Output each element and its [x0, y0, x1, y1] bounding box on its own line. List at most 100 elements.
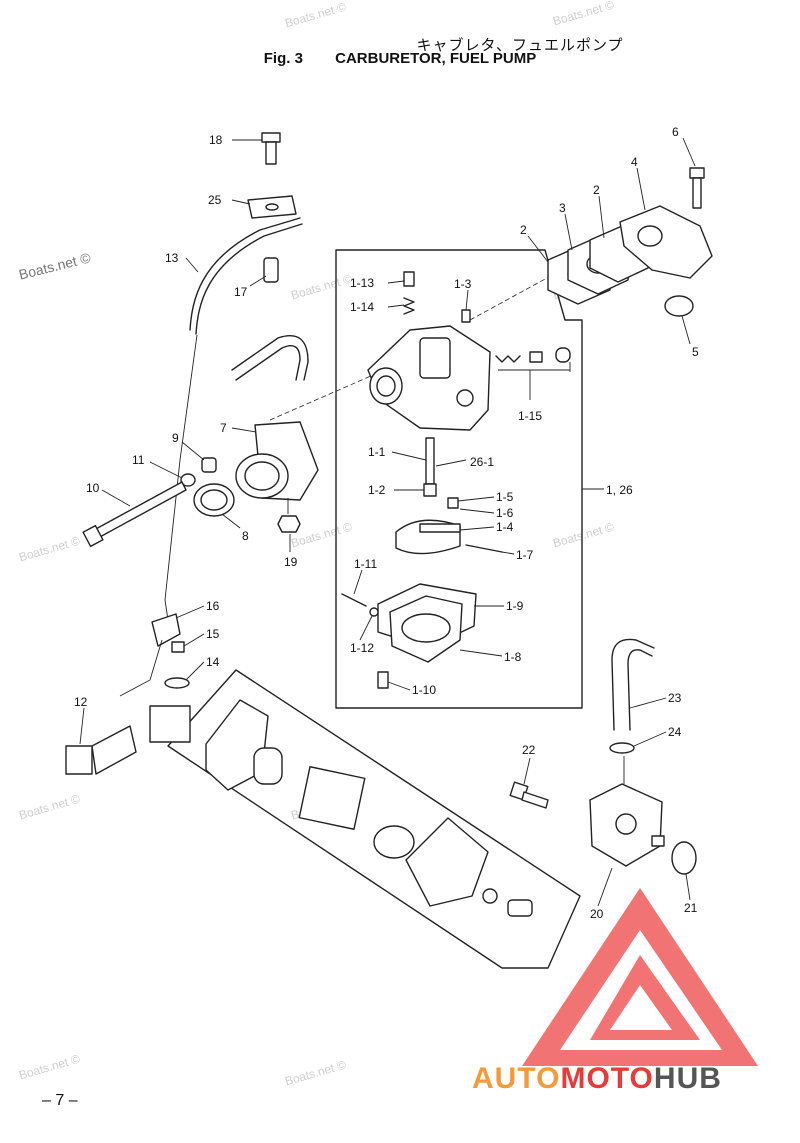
main-nozzle-1-1-icon [425, 437, 435, 485]
callout: 1-15 [518, 409, 542, 423]
ring-1-12-icon [369, 607, 379, 617]
collar-9-icon [201, 457, 217, 473]
brand-part: HUB [653, 1062, 722, 1095]
figure-number: Fig. 3 [263, 50, 303, 67]
callout: 14 [206, 655, 220, 669]
fuel-hose [189, 217, 301, 331]
vent-hose-icon [231, 335, 309, 381]
fuel-hose [195, 223, 303, 335]
float-1-4-icon [395, 519, 461, 555]
float-bowl-1-8-icon [389, 595, 463, 663]
callout: 24 [668, 725, 682, 739]
spring-1-15-icon [495, 355, 521, 363]
washer-14-icon [164, 677, 190, 689]
callout: 6 [672, 125, 679, 139]
brand-part: MOTO [560, 1062, 654, 1095]
callout-labels: 18 25 13 17 6 4 2 3 2 5 1-13 1-14 1-3 1-… [74, 125, 699, 921]
fuel-hose-23-icon [611, 638, 655, 731]
throttle-cable [164, 334, 198, 621]
fuel-pump-assembly-icon [589, 783, 665, 867]
callout: 15 [206, 627, 220, 641]
callout: 1-6 [496, 506, 514, 520]
assembly-axis [269, 371, 381, 421]
callout: 9 [172, 431, 179, 445]
figure-title: CARBURETOR, FUEL PUMP [335, 50, 537, 67]
carburetor-body-icon [367, 325, 491, 431]
callout: 1-4 [496, 520, 514, 534]
callout: 10 [86, 481, 100, 495]
bracket-icon [149, 705, 191, 743]
callout: 4 [631, 155, 638, 169]
callout: 19 [284, 555, 298, 569]
callout: 1-5 [496, 490, 514, 504]
callout: 18 [209, 133, 223, 147]
carburetor-assembly-bracket [335, 249, 583, 709]
screw-1-3-icon [461, 309, 471, 323]
gasket-8-icon [193, 483, 235, 517]
callout: 1-9 [506, 599, 524, 613]
callout: 8 [242, 529, 249, 543]
gasket-hole-icon [200, 489, 228, 511]
throttle-lever-12-icon [65, 725, 137, 775]
leader-lines [79, 137, 696, 907]
callout: 1-14 [350, 300, 374, 314]
callout: 26-1 [470, 455, 494, 469]
callout: 2 [593, 183, 600, 197]
screw-15-icon [171, 641, 185, 653]
brand-logo-triangle [522, 888, 758, 1066]
collar-17-icon [263, 257, 279, 283]
hose-clip-24-icon [609, 742, 635, 754]
main-jet-1-2-icon [423, 483, 437, 497]
callout: 1-8 [504, 650, 522, 664]
screw-1-15-icon [529, 351, 543, 363]
callout: 1-3 [454, 277, 472, 291]
callout: 20 [590, 907, 604, 921]
bolt-18-icon [261, 132, 281, 165]
screw-1-11-icon [341, 593, 367, 607]
title-english: Fig. 3 CARBURETOR, FUEL PUMP [0, 50, 800, 67]
page-number: – 7 – [42, 1092, 78, 1109]
fuel-pump-body-exploded-icon [205, 699, 533, 917]
callout: 3 [559, 201, 566, 215]
callout: 17 [234, 285, 248, 299]
vent-hose-icon [235, 345, 301, 381]
screw-1-10-icon [377, 671, 389, 689]
bolt-6-icon [689, 167, 705, 179]
callout: 22 [522, 743, 536, 757]
callout: 5 [692, 345, 699, 359]
linkage-rod [119, 639, 163, 697]
cable-bracket-16-icon [151, 613, 181, 647]
callout: 1-12 [350, 641, 374, 655]
bolt-10-icon [82, 481, 187, 548]
fuel-hose-23-icon [627, 649, 653, 731]
callout: 1-11 [354, 557, 377, 571]
callout: 13 [165, 251, 179, 265]
intake-7-icon [235, 421, 319, 501]
callout: 11 [132, 453, 145, 467]
callout: 25 [208, 193, 222, 207]
callout: 7 [220, 421, 227, 435]
callout: 2 [520, 223, 527, 237]
cap-1-15-icon [555, 347, 571, 363]
callout: 21 [684, 901, 698, 915]
screw-1-13-icon [403, 271, 415, 287]
callout: 23 [668, 691, 682, 705]
callout: 1-7 [516, 548, 534, 562]
float-pin-1-7-icon [465, 544, 503, 553]
needle-valve-1-5-icon [447, 497, 459, 509]
intake-manifold-4-icon [619, 205, 713, 279]
callout: 1-10 [412, 683, 436, 697]
callout: 16 [206, 599, 220, 613]
o-ring-5-icon [664, 295, 694, 317]
plate-hole-icon [265, 203, 279, 211]
nut-19-icon [277, 515, 301, 533]
float-bowl-rim [401, 613, 451, 643]
callout: 1-2 [368, 483, 386, 497]
spring-1-14-icon [403, 297, 415, 315]
washer-11-icon [180, 473, 196, 487]
brand-wordmark: AUTOMOTOHUB [472, 1062, 722, 1096]
bolt-shank [692, 177, 702, 209]
brand-part: AUTO [472, 1062, 561, 1095]
